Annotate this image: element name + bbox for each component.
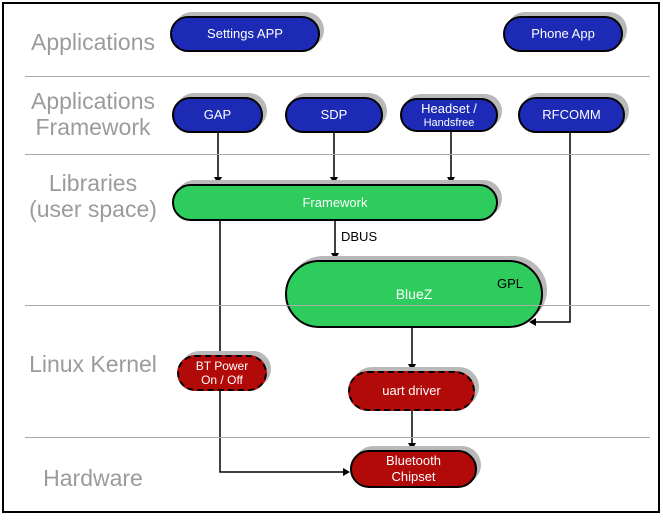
node-headset-line1: Headset / — [421, 101, 477, 117]
layer-label-linux-kernel: Linux Kernel — [29, 351, 157, 377]
arrowhead — [330, 177, 338, 184]
node-phone-app: Phone App — [503, 16, 623, 52]
arrowhead — [408, 364, 416, 371]
arrowhead — [331, 253, 339, 260]
node-bluetooth-chipset: Bluetooth Chipset — [350, 450, 477, 488]
diagram-border — [2, 2, 660, 513]
layer-label-applications: Applications — [30, 29, 156, 55]
node-bluez: BlueZ GPL — [285, 260, 543, 328]
arrowhead — [214, 177, 222, 184]
layer-label-hardware: Hardware — [43, 465, 143, 491]
edge-rfcomm-to-bluez — [536, 133, 571, 323]
node-sdp: SDP — [285, 97, 383, 133]
node-bluez-label: BlueZ — [395, 285, 433, 302]
node-settings-app: Settings APP — [170, 16, 320, 52]
node-framework: Framework — [172, 184, 498, 221]
node-uart-driver: uart driver — [348, 371, 475, 411]
arrowhead — [343, 468, 350, 476]
node-gap: GAP — [172, 97, 263, 133]
layer-label-libraries-user-space: Libraries (user space) — [29, 170, 157, 222]
node-headset-line2: Handsfree — [423, 116, 475, 129]
arrowhead — [408, 443, 416, 450]
layer-divider — [25, 437, 650, 438]
arrowhead — [529, 318, 536, 326]
layer-divider — [25, 154, 650, 155]
layer-divider — [25, 305, 650, 306]
bluez-gpl-tag: GPL — [496, 276, 523, 291]
node-headset-handsfree: Headset / Handsfree — [400, 98, 498, 132]
edge-framework-to-chipset — [219, 221, 343, 473]
node-rfcomm: RFCOMM — [518, 97, 625, 133]
edge-label-dbus: DBUS — [341, 229, 378, 244]
arrowhead — [447, 177, 455, 184]
node-bt-power-on-off: BT Power On / Off — [177, 355, 267, 391]
layer-label-applications-framework: Applications Framework — [30, 88, 156, 140]
layer-divider — [25, 76, 650, 77]
